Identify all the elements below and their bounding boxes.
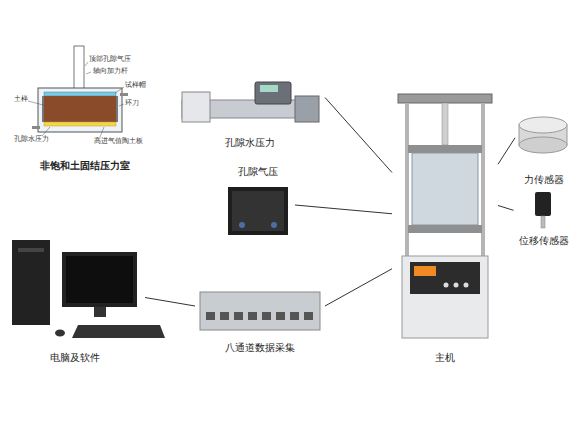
chamber-body: [38, 88, 122, 132]
part-label: 顶部孔隙气压: [89, 56, 131, 64]
device-node: 力传感器: [515, 105, 572, 187]
ring: [42, 96, 44, 122]
mouse: [55, 330, 65, 337]
sensor-top: [519, 117, 567, 133]
device-label: 位移传感器: [517, 234, 571, 248]
computer: [12, 240, 165, 338]
part-label: 试样帽: [125, 82, 146, 90]
part-label: 孔隙水压力: [14, 136, 49, 144]
device-label: 孔隙水压力: [223, 136, 277, 150]
control-panel: [410, 262, 480, 294]
device-node: 孔隙气压: [220, 165, 295, 245]
button: [444, 283, 449, 288]
motor-block: [182, 92, 210, 122]
main-machine: [398, 94, 492, 338]
ring: [116, 96, 118, 122]
pore-water-controller: [182, 82, 319, 122]
stand: [94, 307, 106, 317]
column: [481, 103, 485, 258]
device-label: 八通道数据采集: [223, 341, 297, 355]
tower: [12, 240, 50, 325]
flange: [408, 225, 482, 233]
device-label: 主机: [433, 351, 457, 365]
part-label: 土样: [14, 96, 28, 104]
top-plate: [398, 94, 492, 103]
device-node: 孔隙水压力: [175, 75, 325, 150]
keyboard: [72, 325, 165, 338]
ceramic-plate: [44, 122, 116, 126]
acq-body: [200, 292, 320, 330]
controller: [255, 82, 291, 104]
connector-line: [325, 269, 392, 306]
base-unit: [402, 256, 488, 338]
device-node: 位移传感器: [514, 190, 574, 248]
port: [290, 312, 299, 320]
socket: [271, 222, 277, 228]
leader-line: [28, 101, 47, 106]
leader-line: [119, 104, 124, 106]
port: [304, 312, 313, 320]
connector-line: [498, 138, 515, 164]
leader-line: [86, 72, 91, 74]
connector-line: [325, 98, 392, 173]
display: [260, 85, 278, 92]
air-box-face: [232, 191, 284, 231]
acquisition-box: [200, 292, 320, 330]
pore-air-unit: [228, 187, 288, 235]
cell-cylinder: [412, 153, 478, 225]
leader-line: [115, 87, 124, 93]
button: [464, 283, 469, 288]
connector-line: [295, 205, 392, 214]
soil-sample: [44, 96, 116, 122]
drive: [18, 248, 44, 252]
device-label: 非饱和土固结压力室: [38, 159, 132, 173]
part-label: 高进气值陶土板: [94, 138, 143, 146]
device-label: 力传感器: [522, 173, 566, 187]
leader-line: [100, 127, 104, 137]
port: [234, 312, 243, 320]
air-box: [228, 187, 288, 235]
flange: [408, 145, 482, 153]
loading-rod: [74, 46, 84, 90]
force-sensor: [519, 117, 567, 153]
sensor-bottom: [519, 137, 567, 153]
button: [454, 283, 459, 288]
nozzle: [120, 93, 128, 96]
connector-line: [145, 298, 195, 307]
port: [262, 312, 271, 320]
device-label: 电脑及软件: [48, 351, 102, 365]
device-node: 主机: [392, 90, 498, 365]
displacement-sensor: [535, 192, 551, 228]
leader-line: [85, 62, 88, 66]
monitor: [62, 252, 137, 307]
device-node: 八通道数据采集: [195, 285, 325, 355]
device-node: 电脑及软件: [5, 230, 145, 365]
part-label: 环刀: [125, 100, 139, 108]
port: [220, 312, 229, 320]
sample-cap: [44, 92, 116, 96]
port: [206, 312, 215, 320]
connector-line: [498, 206, 514, 211]
sensor-rod: [541, 216, 545, 228]
device-node: 非饱和土固结压力室: [10, 48, 160, 173]
display: [414, 266, 436, 276]
load-rod: [442, 103, 448, 145]
nozzle: [32, 126, 40, 129]
port: [276, 312, 285, 320]
device-label: 孔隙气压: [236, 165, 280, 179]
port: [248, 312, 257, 320]
leader-line: [42, 127, 50, 136]
screen: [66, 256, 133, 303]
column: [405, 103, 409, 258]
sensor-body: [535, 192, 551, 216]
part-label: 轴向加力杆: [93, 68, 128, 76]
socket: [239, 222, 245, 228]
end-block: [295, 96, 319, 122]
